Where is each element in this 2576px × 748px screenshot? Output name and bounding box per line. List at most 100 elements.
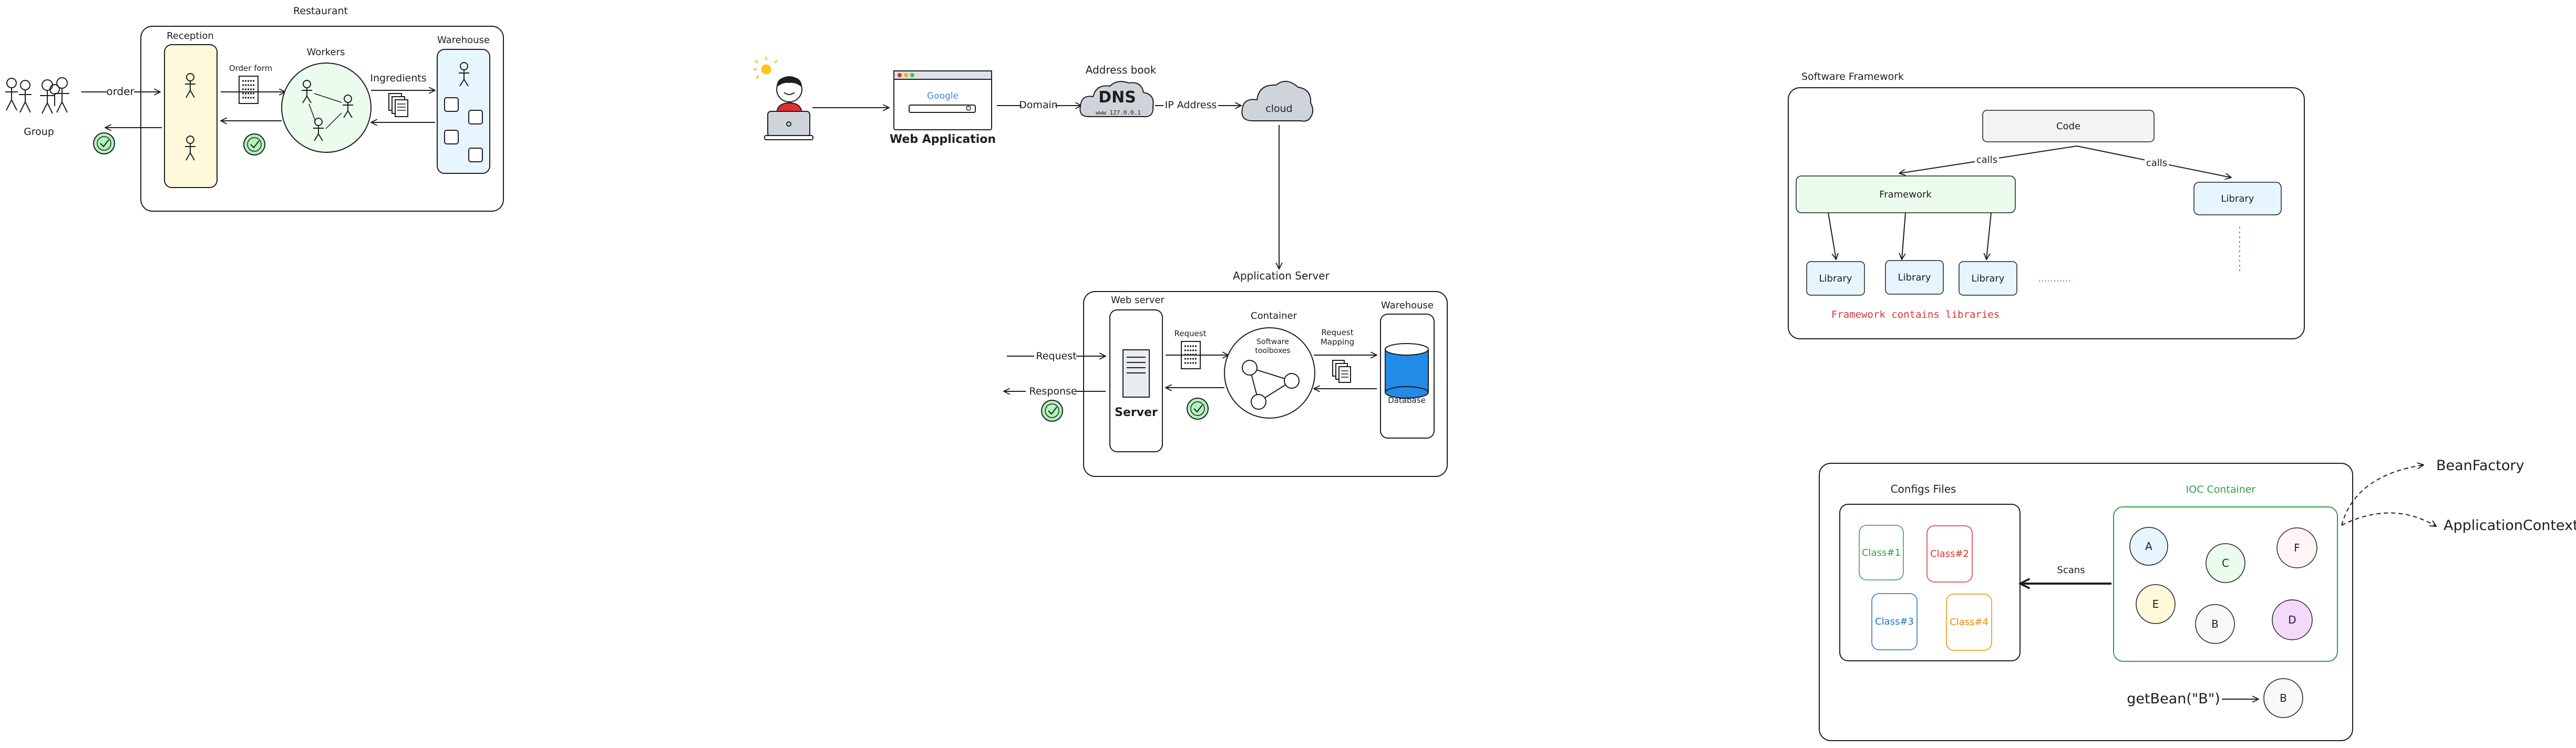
domain-label: Domain bbox=[1019, 99, 1058, 111]
more-libraries-dots: ........... bbox=[2038, 273, 2072, 284]
bean-label: E bbox=[2152, 598, 2159, 610]
documents-icon bbox=[388, 93, 408, 117]
response-label-bg bbox=[1026, 385, 1076, 398]
library-box bbox=[1885, 260, 1944, 295]
component-graph-icon bbox=[1242, 360, 1300, 410]
calls-label-bg bbox=[2145, 157, 2169, 169]
ip-address-label: IP Address bbox=[1165, 99, 1217, 111]
group-label: Group bbox=[24, 126, 54, 138]
ip-label-bg bbox=[1163, 99, 1218, 111]
calls-label-bg bbox=[1975, 154, 1999, 165]
bean-circle bbox=[2206, 543, 2245, 583]
domain-label-bg bbox=[1022, 99, 1055, 111]
dns-cloud-icon bbox=[1079, 81, 1154, 118]
application-context-label: ApplicationContext bbox=[2444, 517, 2576, 534]
ingredients-label: Ingredients bbox=[370, 72, 426, 84]
bean-circle bbox=[2272, 599, 2313, 640]
address-book-label: Address book bbox=[1086, 64, 1157, 76]
request-mapping-label-line1: Request bbox=[1322, 328, 1354, 337]
software-label-line2: toolboxes bbox=[1255, 347, 1290, 355]
bean-circle bbox=[2129, 527, 2168, 566]
calls-label: calls bbox=[1976, 154, 1997, 165]
result-bean-circle bbox=[2263, 678, 2303, 718]
class-label: Class#3 bbox=[1875, 616, 1914, 627]
framework-title: Software Framework bbox=[1801, 71, 1904, 82]
framework-label: Framework bbox=[1879, 189, 1932, 200]
browser-window-icon bbox=[893, 70, 992, 130]
class-label: Class#2 bbox=[1930, 548, 1969, 559]
code-box bbox=[1982, 110, 2155, 142]
cloud-icon bbox=[1241, 81, 1314, 122]
bean-label: B bbox=[2211, 618, 2219, 630]
framework-note: Framework contains libraries bbox=[1831, 309, 2000, 320]
app-server-title: Application Server bbox=[1233, 269, 1330, 282]
reception-label: Reception bbox=[167, 30, 214, 41]
application-context-arrow bbox=[2341, 512, 2436, 526]
class-label: Class#4 bbox=[1950, 617, 1988, 628]
configs-title: Configs Files bbox=[1891, 483, 1956, 495]
receptionist-icon bbox=[185, 136, 195, 161]
warehouse-keeper-icon bbox=[459, 62, 469, 87]
workers-label: Workers bbox=[307, 47, 345, 58]
bean-label: D bbox=[2288, 614, 2296, 626]
framework-frame bbox=[1788, 87, 2305, 339]
google-logo: Google bbox=[927, 91, 959, 101]
bean-label: A bbox=[2145, 540, 2152, 553]
check-icon bbox=[93, 132, 115, 154]
framework-section: Software Framework Code calls calls Fram… bbox=[1788, 71, 2305, 339]
check-icon bbox=[1041, 400, 1063, 422]
ioc-container-box bbox=[2113, 506, 2338, 662]
library-label: Library bbox=[1898, 272, 1931, 283]
check-icon bbox=[243, 133, 265, 155]
code-label: Code bbox=[2056, 121, 2080, 132]
bean-factory-arrow bbox=[2341, 465, 2424, 526]
ioc-section: Configs Files Class#1 Class#2 Class#3 Cl… bbox=[1819, 458, 2576, 741]
framework-to-library-arrow bbox=[1902, 212, 1906, 259]
ioc-container-title: IOC Container bbox=[2186, 484, 2256, 495]
storage-slots bbox=[444, 97, 483, 162]
restaurant-frame bbox=[140, 26, 504, 212]
framework-to-library-arrow bbox=[1828, 212, 1836, 259]
app-warehouse-label: Warehouse bbox=[1381, 300, 1434, 311]
ioc-frame bbox=[1819, 463, 2353, 741]
bean-circle bbox=[2195, 604, 2235, 644]
warehouse-label: Warehouse bbox=[437, 35, 490, 46]
bean-label: C bbox=[2222, 557, 2229, 569]
web-application-label: Web Application bbox=[890, 133, 996, 146]
class-label: Class#1 bbox=[1862, 547, 1901, 558]
order-form-label: Order form bbox=[229, 64, 272, 73]
app-server-frame bbox=[1083, 291, 1448, 477]
bean-circle bbox=[2136, 584, 2176, 624]
database-icon bbox=[1385, 343, 1429, 399]
bean-circle bbox=[2276, 527, 2317, 568]
class-box bbox=[1926, 525, 1973, 583]
class-box bbox=[1871, 593, 1918, 650]
check-icon bbox=[1187, 398, 1209, 420]
reception-box bbox=[164, 44, 218, 188]
standalone-library-box bbox=[2193, 182, 2282, 215]
cloud-label: cloud bbox=[1265, 103, 1292, 115]
web-dns-section: Google Web Application Domain Address bo… bbox=[754, 57, 1314, 269]
order-form-icon bbox=[239, 76, 259, 104]
request-mapping-label-line2: Mapping bbox=[1321, 337, 1354, 347]
worker-icon bbox=[302, 80, 353, 141]
group-people-icon bbox=[5, 77, 69, 114]
library-label: Library bbox=[1819, 273, 1852, 284]
bean-label: F bbox=[2294, 542, 2300, 554]
scans-label: Scans bbox=[2057, 565, 2085, 576]
library-label: Library bbox=[1972, 273, 2005, 284]
library-box bbox=[1806, 261, 1865, 296]
web-server-label: Web server bbox=[1111, 295, 1165, 306]
framework-to-library-arrow bbox=[1986, 212, 1992, 259]
request-label: Request bbox=[1174, 329, 1207, 338]
dns-label: DNS bbox=[1098, 88, 1136, 107]
database-label: Database bbox=[1388, 396, 1426, 405]
restaurant-section: Restaurant Group order Reception bbox=[5, 5, 504, 212]
result-bean-label: B bbox=[2280, 692, 2287, 704]
request-label-bg bbox=[1034, 350, 1076, 362]
order-label-bg bbox=[107, 85, 134, 98]
container-label: Container bbox=[1251, 310, 1297, 321]
server-rack-icon bbox=[1122, 349, 1150, 398]
library-box bbox=[1959, 261, 2017, 296]
order-label: order bbox=[106, 85, 135, 98]
